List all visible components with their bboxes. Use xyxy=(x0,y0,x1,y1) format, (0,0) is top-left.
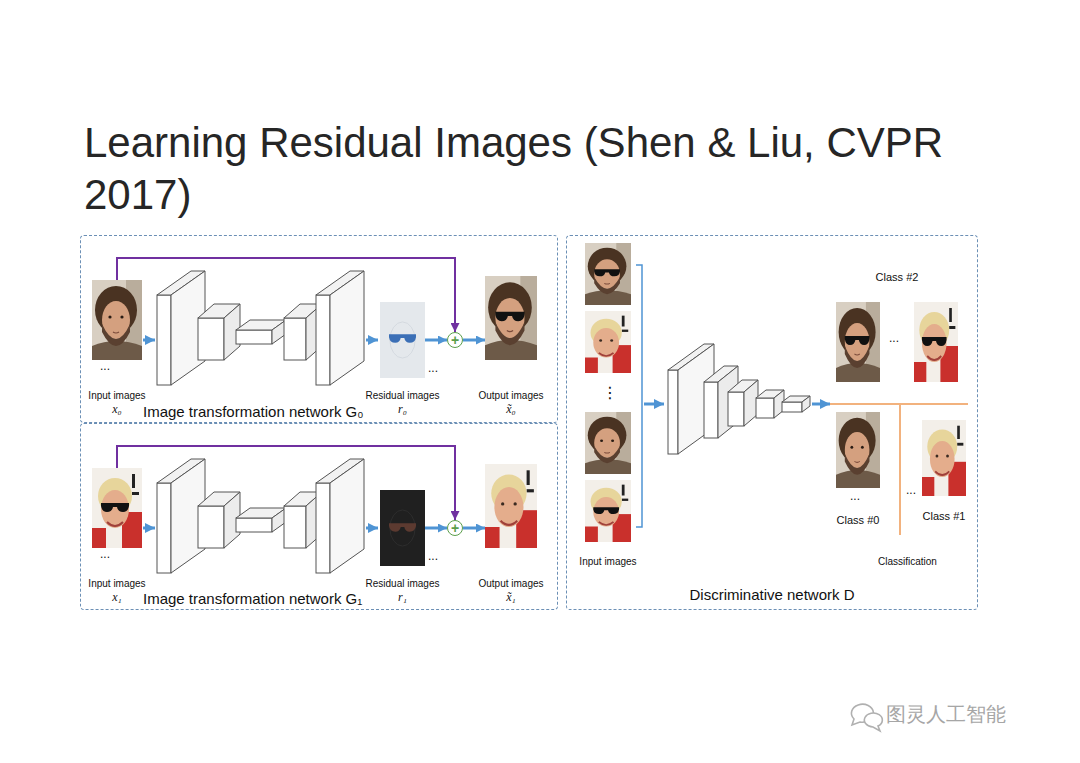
panel-title: Image transformation network G₁ xyxy=(143,590,362,607)
input-images: Input imagesx₀ xyxy=(92,280,142,360)
ellipsis: ... xyxy=(100,548,110,562)
class-group: Class #0 xyxy=(836,412,880,488)
region-label: Classification xyxy=(878,556,937,568)
image-caption: Input images xyxy=(88,578,145,590)
symbol-label: x₁ xyxy=(88,590,145,604)
face-image xyxy=(585,480,631,542)
network-panel: Image transformation network G₁Input ima… xyxy=(80,423,558,610)
discriminator-network xyxy=(668,370,678,454)
image-caption: Output images xyxy=(478,390,543,402)
discriminator-panel: Discriminative network D Input images Clas… xyxy=(566,235,978,610)
face-image xyxy=(585,412,631,474)
flow-arrow xyxy=(425,527,447,530)
wechat-icon xyxy=(851,704,882,731)
image-caption: Class #0 xyxy=(837,514,880,527)
ellipsis: ... xyxy=(850,490,860,504)
generator-network xyxy=(143,271,378,385)
skip-connection xyxy=(117,258,455,332)
sum-node: + xyxy=(447,332,463,348)
image-caption: Input images xyxy=(579,556,636,568)
panel-title: Image transformation network G₀ xyxy=(143,403,363,420)
symbol-label: x̃₁ xyxy=(478,590,543,604)
residual-images: Residual imagesr₀ xyxy=(380,302,425,378)
image-caption: Class #2 xyxy=(876,271,919,284)
output-images: Output imagesx̃₀ xyxy=(485,276,537,360)
residual-image xyxy=(380,490,425,566)
discriminator-network xyxy=(704,382,718,438)
ellipsis: ... xyxy=(428,550,438,564)
symbol-label: r₀ xyxy=(366,402,440,416)
flow-arrow xyxy=(425,339,447,342)
plus-sign: + xyxy=(451,521,459,535)
plus-sign: + xyxy=(451,333,459,347)
face-image xyxy=(485,276,537,360)
network-panel: Image transformation network G₀Input ima… xyxy=(80,235,558,423)
flow-arrow xyxy=(812,403,830,406)
flow-arrow xyxy=(463,527,485,530)
slide-title: Learning Residual Images (Shen & Liu, CV… xyxy=(84,117,1044,221)
ellipsis: ... xyxy=(428,362,438,376)
symbol-label: x̃₀ xyxy=(478,402,543,416)
image-caption: Residual images xyxy=(366,390,440,402)
ellipsis: ... xyxy=(906,484,916,498)
panel-title: Discriminative network D xyxy=(567,586,977,603)
classification-divider xyxy=(830,404,968,535)
discriminator-network xyxy=(802,396,810,412)
residual-image xyxy=(380,302,425,378)
face-image xyxy=(836,302,880,382)
discriminator-network xyxy=(728,392,744,426)
image-caption: Output images xyxy=(478,578,543,590)
generator-network xyxy=(143,459,378,573)
ellipsis: ... xyxy=(889,332,899,346)
image-caption: Input images xyxy=(88,390,145,402)
ellipsis: ⋮ xyxy=(602,384,618,402)
face-image xyxy=(485,464,537,548)
discriminator-network xyxy=(668,344,810,454)
image-caption: Residual images xyxy=(366,578,440,590)
discriminator-network xyxy=(782,402,802,412)
face-image xyxy=(92,280,142,360)
residual-images: Residual imagesr₁ xyxy=(380,490,425,566)
ellipsis: ... xyxy=(100,360,110,374)
symbol-label: x₀ xyxy=(88,402,145,416)
face-image xyxy=(836,412,880,488)
output-images: Output imagesx̃₁ xyxy=(485,464,537,548)
input-bracket xyxy=(636,265,642,527)
flow-arrow xyxy=(463,339,485,342)
face-image xyxy=(92,468,142,548)
class-group: Class #1 xyxy=(922,420,966,496)
discriminator-network xyxy=(756,398,774,418)
face-image xyxy=(585,243,631,305)
skip-connection xyxy=(117,446,455,520)
flow-arrow xyxy=(644,403,664,406)
face-image xyxy=(922,420,966,496)
image-caption: Class #1 xyxy=(923,510,966,523)
symbol-label: r₁ xyxy=(366,590,440,604)
input-images: Input imagesx₁ xyxy=(92,468,142,548)
face-image xyxy=(914,302,958,382)
sum-node: + xyxy=(447,520,463,536)
watermark: 图灵人工智能 xyxy=(886,703,1006,726)
wechat-icon xyxy=(864,713,882,731)
face-image xyxy=(585,311,631,373)
